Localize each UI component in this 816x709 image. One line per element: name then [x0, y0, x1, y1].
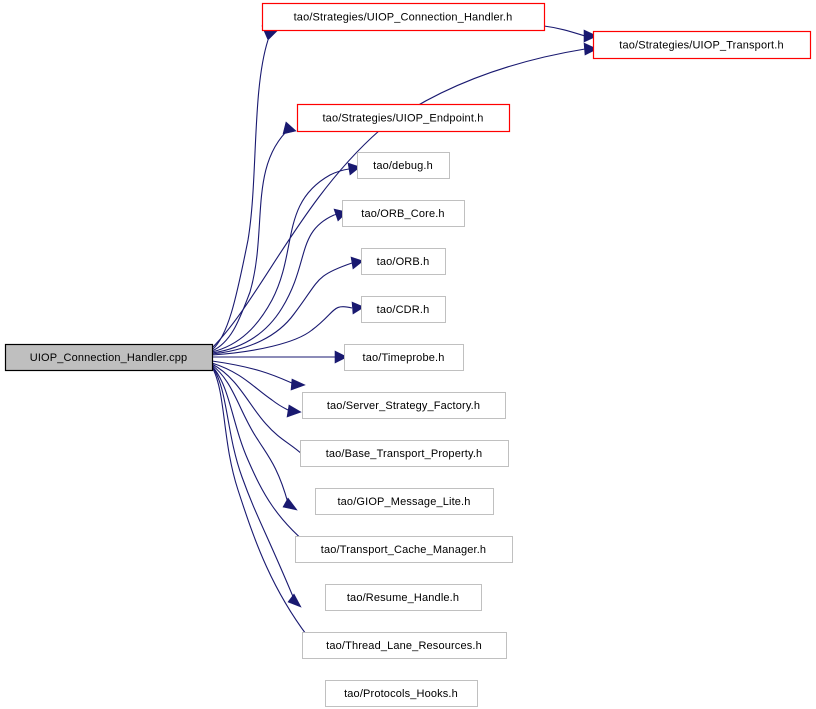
node-box[interactable] — [592, 30, 812, 60]
arrowhead-icon — [583, 29, 598, 43]
node-label: tao/Strategies/UIOP_Connection_Handler.h — [294, 11, 513, 23]
node-box[interactable] — [302, 632, 507, 659]
node-label: tao/CDR.h — [377, 304, 430, 316]
arrowhead-icon — [282, 121, 297, 135]
node-box[interactable] — [261, 2, 546, 32]
dependency-edge — [211, 25, 278, 351]
nodes-layer: UIOP_Connection_Handler.cpp tao/Strategie… — [4, 2, 812, 707]
graph-node[interactable]: tao/Strategies/UIOP_Connection_Handler.h — [261, 2, 546, 32]
node-label: tao/Base_Transport_Property.h — [326, 448, 483, 460]
graph-node[interactable]: tao/ORB.h — [361, 248, 446, 275]
node-box[interactable] — [357, 152, 450, 179]
edge-line — [211, 262, 353, 355]
arrowhead-icon — [290, 378, 306, 391]
node-label: tao/Resume_Handle.h — [347, 592, 459, 604]
node-box[interactable] — [325, 584, 482, 611]
node-label: tao/Strategies/UIOP_Transport.h — [619, 39, 783, 51]
dependency-edge — [211, 256, 364, 355]
graph-node[interactable]: tao/GIOP_Message_Lite.h — [315, 488, 494, 515]
node-label: tao/ORB.h — [377, 256, 430, 268]
edge-line — [211, 306, 353, 356]
dependency-edge — [211, 365, 302, 608]
node-box[interactable] — [344, 344, 464, 371]
node-box[interactable] — [361, 296, 446, 323]
graph-node[interactable]: tao/CDR.h — [361, 296, 446, 323]
graph-node[interactable]: tao/Server_Strategy_Factory.h — [302, 392, 506, 419]
node-label: tao/Timeprobe.h — [363, 352, 445, 364]
dependency-edge — [211, 121, 297, 352]
edge-line — [543, 25, 586, 37]
node-label: tao/GIOP_Message_Lite.h — [337, 496, 470, 508]
graph-node[interactable]: tao/Strategies/UIOP_Endpoint.h — [296, 103, 511, 133]
edge-line — [211, 360, 295, 385]
dependency-edge — [211, 301, 365, 356]
arrowhead-icon — [287, 593, 302, 608]
node-box[interactable] — [325, 680, 478, 707]
edge-line — [211, 365, 317, 552]
edge-line — [211, 168, 350, 353]
graph-node-root: UIOP_Connection_Handler.cpp — [4, 343, 214, 372]
node-box[interactable] — [300, 440, 509, 467]
edge-line — [211, 127, 291, 352]
graph-node[interactable]: tao/Transport_Cache_Manager.h — [295, 536, 513, 563]
edge-line — [211, 366, 317, 648]
arrowhead-icon — [351, 301, 365, 315]
edge-line — [211, 39, 269, 351]
edge-line — [211, 365, 295, 600]
arrowhead-icon — [282, 497, 298, 511]
node-label: tao/debug.h — [373, 160, 433, 172]
node-label: tao/Transport_Cache_Manager.h — [321, 544, 486, 556]
dependency-edge — [211, 362, 302, 418]
dependency-edge — [211, 360, 306, 391]
dependency-edge — [543, 25, 598, 43]
node-box[interactable] — [295, 536, 513, 563]
node-label: tao/ORB_Core.h — [361, 208, 444, 220]
node-label: UIOP_Connection_Handler.cpp — [30, 352, 188, 364]
edge-line — [211, 213, 337, 354]
dependency-edge — [211, 364, 298, 511]
node-box[interactable] — [342, 200, 465, 227]
edge-line — [211, 363, 304, 456]
node-box[interactable] — [315, 488, 494, 515]
arrowhead-icon — [334, 350, 348, 364]
node-box[interactable] — [361, 248, 446, 275]
arrowhead-icon — [350, 256, 364, 270]
node-box — [4, 343, 214, 372]
edge-line — [211, 364, 289, 504]
dependency-edge — [212, 350, 348, 364]
edge-line — [211, 362, 289, 411]
node-box[interactable] — [296, 103, 511, 133]
graph-node[interactable]: tao/Protocols_Hooks.h — [325, 680, 478, 707]
node-label: tao/Thread_Lane_Resources.h — [326, 640, 482, 652]
node-label: tao/Protocols_Hooks.h — [344, 688, 458, 700]
arrowhead-icon — [286, 404, 302, 418]
graph-node[interactable]: tao/Timeprobe.h — [344, 344, 464, 371]
node-label: tao/Strategies/UIOP_Endpoint.h — [322, 112, 483, 124]
graph-node[interactable]: tao/ORB_Core.h — [342, 200, 465, 227]
arrowhead-icon — [583, 42, 598, 56]
graph-node[interactable]: tao/Resume_Handle.h — [325, 584, 482, 611]
graph-node[interactable]: tao/Strategies/UIOP_Transport.h — [592, 30, 812, 60]
node-label: tao/Server_Strategy_Factory.h — [327, 400, 480, 412]
node-box[interactable] — [302, 392, 506, 419]
graph-node[interactable]: tao/Thread_Lane_Resources.h — [302, 632, 507, 659]
graph-node[interactable]: tao/Base_Transport_Property.h — [300, 440, 509, 467]
graph-node[interactable]: tao/debug.h — [357, 152, 450, 179]
